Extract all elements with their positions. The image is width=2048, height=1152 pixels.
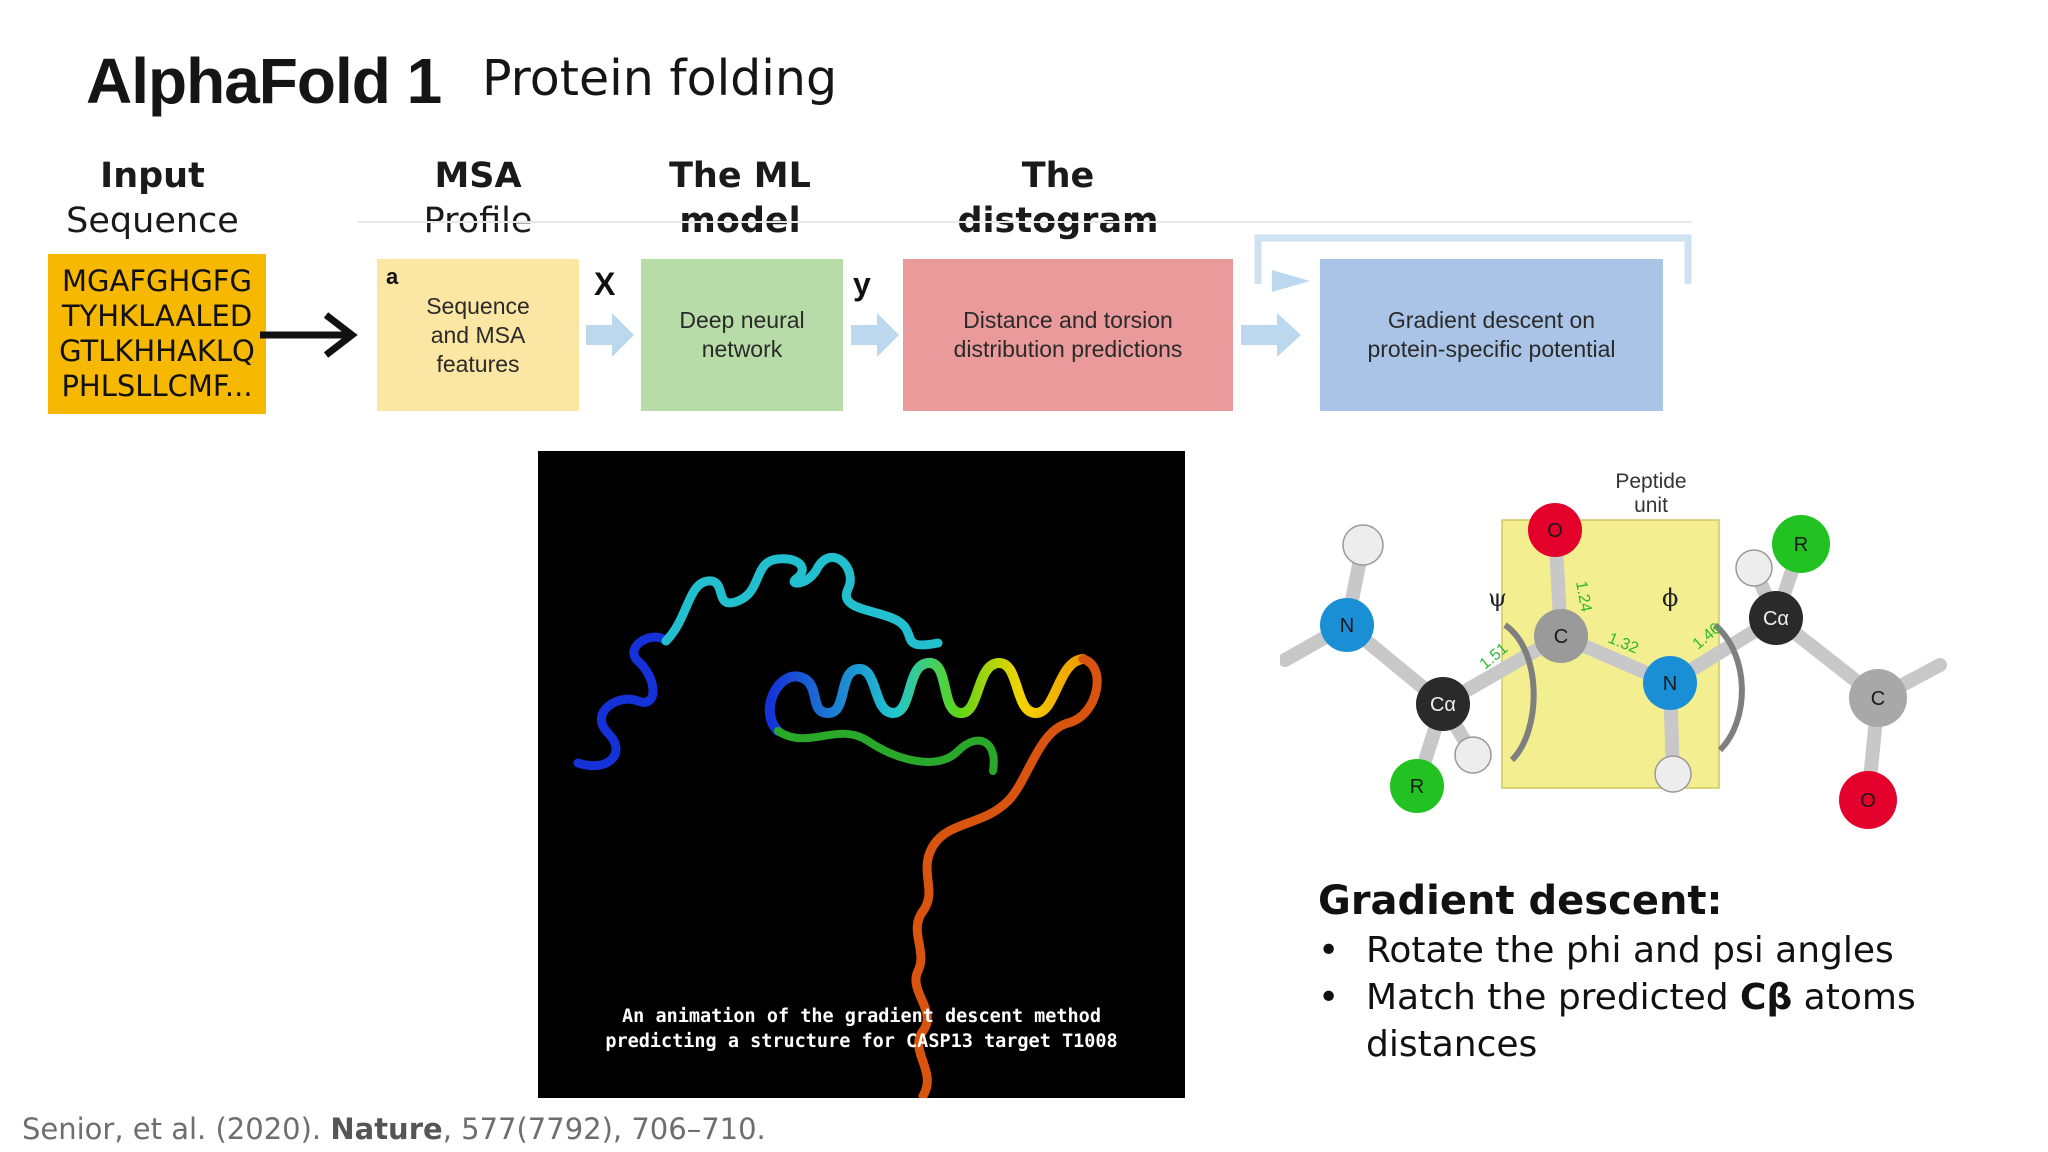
header-distogram: The distogram bbox=[938, 154, 1178, 244]
carbon-atom-icon bbox=[1534, 609, 1588, 663]
atom-label: O bbox=[1860, 790, 1876, 812]
atom-label: R bbox=[1410, 776, 1424, 798]
box-line: network bbox=[701, 336, 783, 362]
atom-label: N bbox=[1340, 615, 1354, 637]
psi-label: ψ bbox=[1488, 584, 1507, 612]
citation-post: , 577(7792), 706–710. bbox=[442, 1112, 766, 1146]
header-msa-line1: MSA bbox=[434, 156, 522, 196]
box-line: Distance and torsion bbox=[963, 307, 1173, 333]
box-line: distribution predictions bbox=[953, 336, 1183, 362]
box-line: Sequence bbox=[426, 292, 530, 319]
pipeline-arrow-icon bbox=[586, 313, 634, 357]
alpha-carbon-atom-icon bbox=[1416, 677, 1470, 731]
bullet-item-2-line2: distances bbox=[1366, 1024, 1538, 1065]
atom-label: N bbox=[1663, 673, 1677, 695]
phi-label: ϕ bbox=[1662, 584, 1678, 612]
hydrogen-atom-icon bbox=[1454, 736, 1492, 774]
header-ml-model: The ML model bbox=[640, 154, 840, 244]
input-arrow-icon bbox=[260, 312, 358, 358]
peptide-unit-label: unit bbox=[1634, 494, 1668, 517]
nitrogen-atom-icon bbox=[1320, 598, 1374, 652]
protein-backbone-icon bbox=[573, 552, 1102, 1101]
peptide-unit-diagram: N Cα R O C N Cα R C O 1.24 1.51 1.32 1.4… bbox=[1280, 470, 1947, 829]
header-divider bbox=[358, 221, 1692, 223]
bullet-item-2: Match the predicted Cβ atoms bbox=[1366, 977, 1916, 1018]
citation: Senior, et al. (2020). Nature, 577(7792)… bbox=[22, 1112, 766, 1146]
hydrogen-atom-icon bbox=[1654, 755, 1692, 793]
sequence-line: PHLSLLCMF... bbox=[61, 369, 253, 403]
caption-line: predicting a structure for CASP13 target… bbox=[605, 1031, 1118, 1052]
nitrogen-atom-icon bbox=[1643, 656, 1697, 710]
y-label: y bbox=[853, 266, 871, 302]
pipeline-arrow-icon bbox=[1241, 313, 1301, 357]
bond-length-label: 1.24 bbox=[1572, 580, 1594, 614]
msa-features-box: Sequence and MSA features bbox=[377, 259, 579, 411]
atom-label: C bbox=[1871, 688, 1885, 710]
citation-pre: Senior, et al. (2020). bbox=[22, 1112, 331, 1146]
alpha-carbon-atom-icon bbox=[1749, 591, 1803, 645]
r-group-atom-icon bbox=[1390, 759, 1444, 813]
folding-animation-panel bbox=[538, 451, 1185, 1101]
bullet-item-2-post: atoms bbox=[1792, 977, 1916, 1018]
r-group-atom-icon bbox=[1772, 515, 1830, 573]
box-line: features bbox=[436, 350, 520, 377]
box-line: Gradient descent on bbox=[1387, 307, 1596, 333]
atom-label: Cα bbox=[1763, 608, 1789, 630]
sequence-line: MGAFGHGFG bbox=[62, 264, 252, 298]
header-distogram-line1: The bbox=[1021, 156, 1095, 196]
atom-label: R bbox=[1794, 534, 1808, 556]
header-msa: MSA Profile bbox=[378, 154, 578, 244]
gradient-descent-title: Gradient descent: bbox=[1318, 878, 1723, 924]
x-label: X bbox=[594, 266, 616, 302]
peptide-unit-label: Peptide bbox=[1615, 470, 1686, 493]
bullet-item-1: Rotate the phi and psi angles bbox=[1366, 930, 1894, 971]
feedback-loop-icon bbox=[1254, 234, 1692, 292]
bullet-dot: • bbox=[1318, 930, 1340, 971]
atom-label: Cα bbox=[1430, 694, 1456, 716]
header-input-line1: Input bbox=[100, 156, 205, 196]
header-ml-line1: The ML bbox=[669, 156, 811, 196]
hydrogen-atom-icon bbox=[1735, 549, 1773, 587]
bullet-item-2-pre: Match the predicted bbox=[1366, 977, 1741, 1018]
distogram-box: Distance and torsion distribution predic… bbox=[903, 259, 1233, 411]
animation-caption: An animation of the gradient descent met… bbox=[538, 1004, 1185, 1054]
panel-letter: a bbox=[386, 264, 399, 289]
bullet-dot: • bbox=[1318, 977, 1340, 1018]
header-input: Input Sequence bbox=[50, 154, 255, 244]
box-line: protein-specific potential bbox=[1367, 336, 1616, 362]
box-line: Deep neural bbox=[679, 307, 805, 333]
sequence-line: TYHKLAALED bbox=[61, 299, 253, 333]
hydrogen-atom-icon bbox=[1342, 524, 1384, 566]
header-input-line2: Sequence bbox=[66, 201, 239, 241]
oxygen-atom-icon bbox=[1839, 771, 1897, 829]
oxygen-atom-icon bbox=[1528, 503, 1582, 557]
sequence-line: GTLKHHAKLQ bbox=[59, 334, 255, 368]
pipeline-arrow-icon bbox=[851, 313, 899, 357]
slide-subtitle: Protein folding bbox=[482, 50, 838, 107]
caption-line: An animation of the gradient descent met… bbox=[622, 1006, 1101, 1027]
citation-journal: Nature bbox=[330, 1112, 443, 1146]
box-line: and MSA bbox=[430, 321, 526, 348]
input-sequence-box: MGAFGHGFG TYHKLAALED GTLKHHAKLQ PHLSLLCM… bbox=[48, 254, 266, 414]
carbon-atom-icon bbox=[1849, 669, 1907, 727]
gradient-potential-box: Gradient descent on protein-specific pot… bbox=[1320, 259, 1663, 411]
slide-title: AlphaFold 1 bbox=[86, 45, 442, 117]
atom-label: O bbox=[1547, 520, 1563, 542]
bullet-item-2-bold: Cβ bbox=[1740, 977, 1793, 1018]
deep-network-box: Deep neural network bbox=[641, 259, 843, 411]
atom-label: C bbox=[1554, 626, 1568, 648]
